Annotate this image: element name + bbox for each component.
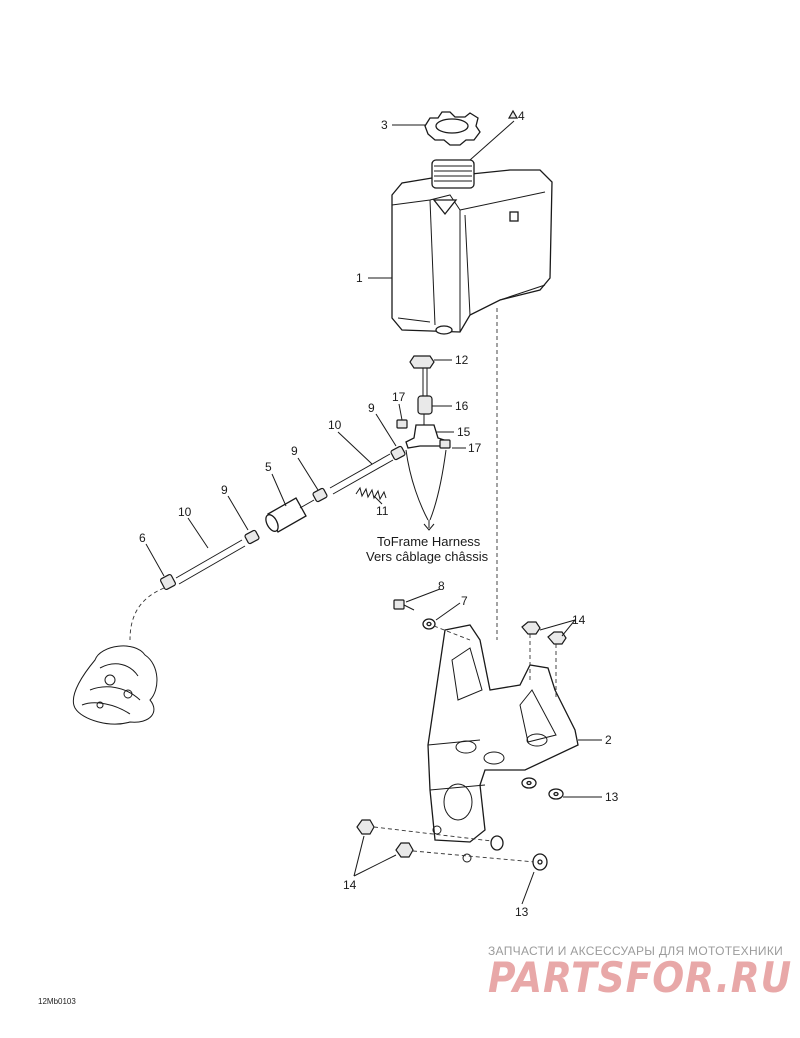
callout-16: 16 [455, 399, 469, 413]
callout-4: 4 [518, 109, 525, 123]
callout-17-right: 17 [468, 441, 482, 455]
filter-5 [265, 497, 315, 533]
clip-17-right [439, 439, 451, 449]
hose-16 [417, 395, 433, 415]
clip-17-left [396, 419, 408, 429]
callout-3: 3 [381, 118, 388, 132]
callout-14-lower: 14 [343, 878, 357, 892]
watermark-brand: PARTSFOR.RU [488, 953, 792, 1002]
leader-lines [145, 120, 602, 905]
clamp-6 [159, 573, 177, 591]
t-fitting [405, 414, 445, 449]
clamp-9-c [244, 529, 260, 545]
grommet [409, 355, 435, 369]
oil-pump [72, 645, 158, 725]
harness-note-en: ToFrame Harness [377, 534, 481, 549]
callout-5: 5 [265, 460, 272, 474]
callout-13-upper: 13 [605, 790, 619, 804]
clamp-9-b [312, 487, 328, 503]
callout-9-c: 9 [221, 483, 228, 497]
callout-12: 12 [455, 353, 469, 367]
bracket [427, 624, 579, 863]
diagram-code: 12Mb0103 [38, 997, 76, 1006]
nut-14-c [356, 819, 375, 835]
screw-8 [393, 599, 415, 611]
nut-14-d [395, 842, 414, 858]
callout-15: 15 [457, 425, 471, 439]
hose-10-lower [175, 539, 246, 585]
harness-note-fr: Vers câblage châssis [366, 549, 489, 564]
washer-13-d [532, 853, 548, 871]
nut-14-b [547, 631, 567, 645]
tank-cap [424, 111, 481, 146]
callout-13-lower: 13 [515, 905, 529, 919]
callout-9-b: 9 [291, 444, 298, 458]
hose-10-upper [329, 453, 394, 495]
washer-13-a [521, 777, 537, 789]
callout-8: 8 [438, 579, 445, 593]
callout-2: 2 [605, 733, 612, 747]
nut-14-a [521, 621, 541, 635]
callout-7: 7 [461, 594, 468, 608]
callout-10-upper: 10 [328, 418, 342, 432]
spring-11 [355, 486, 387, 501]
washer-7 [422, 618, 436, 630]
callout-1: 1 [356, 271, 363, 285]
washer-13-c [490, 835, 504, 851]
washer-13-b [548, 788, 564, 800]
clamp-9-a [390, 445, 406, 461]
callout-11: 11 [376, 504, 389, 518]
callout-14-upper: 14 [572, 613, 586, 627]
oil-tank [391, 159, 553, 335]
callout-9-a: 9 [368, 401, 375, 415]
callout-10-lower: 10 [178, 505, 192, 519]
callout-17-left: 17 [392, 390, 406, 404]
vent-fitting [507, 109, 519, 119]
watermark-tagline: ЗАПЧАСТИ И АКСЕССУАРЫ ДЛЯ МОТОТЕХНИКИ [488, 944, 783, 958]
callout-6: 6 [139, 531, 146, 545]
